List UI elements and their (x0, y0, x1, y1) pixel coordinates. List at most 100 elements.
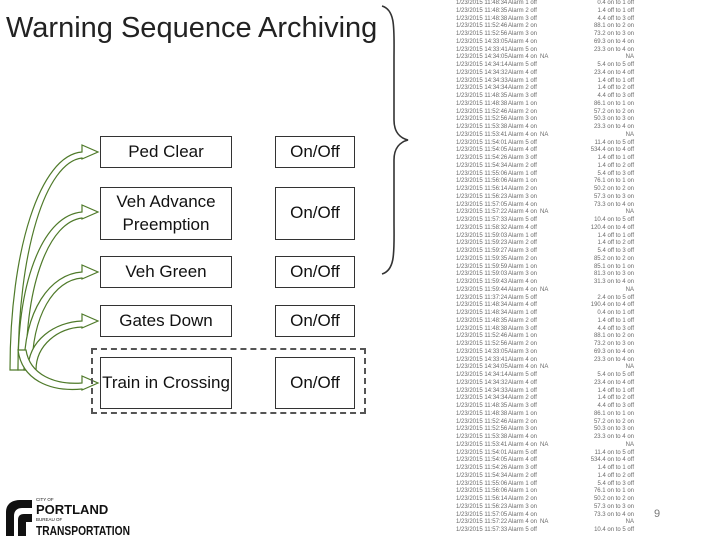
log-timestamp: 1/23/2015 11:48:34 (456, 0, 508, 6)
log-timestamp: 1/23/2015 11:54:01 (456, 449, 508, 456)
veh-advance-preemption-state: On/Off (275, 187, 355, 240)
log-transition: 23.3 on to 4 on (593, 124, 634, 130)
log-timestamp: 1/23/2015 14:34:33 (456, 77, 508, 84)
log-timestamp: 1/23/2015 11:56:06 (456, 488, 508, 495)
log-timestamp: 1/23/2015 11:52:46 (456, 418, 508, 425)
log-alarm: Alarm 1 off (508, 170, 537, 177)
log-transition: 76.1 on to 1 on (593, 178, 634, 185)
log-timestamp: 1/23/2015 11:55:06 (456, 170, 508, 177)
log-alarm: Alarm 5 off (508, 372, 537, 378)
log-transition: 69.3 on to 4 on (593, 348, 634, 355)
log-alarm: Alarm 1 on (508, 333, 538, 340)
log-transition: 73.2 on to 3 on (593, 31, 634, 37)
ped-clear-label: Ped Clear (100, 136, 232, 168)
log-timestamp: 1/23/2015 11:56:14 (456, 186, 508, 192)
log-alarm: Alarm 4 off (508, 379, 537, 386)
log-alarm: Alarm 4 on (508, 511, 538, 518)
log-transition: 73.3 on to 4 on (593, 201, 634, 208)
log-timestamp: 1/23/2015 11:54:26 (456, 465, 508, 471)
log-alarm: Alarm 2 off (508, 395, 537, 402)
log-timestamp: 1/23/2015 11:57:05 (456, 201, 508, 208)
log-timestamp: 1/23/2015 14:34:05 (456, 54, 508, 61)
veh-green-state: On/Off (275, 256, 355, 288)
logo-mark-icon (4, 498, 32, 536)
log-transition: 1.4 off to 2 off (597, 395, 634, 402)
log-transition: 57.3 on to 3 on (593, 503, 634, 510)
log-transition: 50.3 on to 3 on (593, 116, 634, 123)
log-timestamp: 1/23/2015 11:57:33 (456, 217, 508, 223)
log-flag: NA (540, 364, 549, 371)
log-timestamp: 1/23/2015 11:54:34 (456, 472, 508, 479)
svg-text:TRANSPORTATION: TRANSPORTATION (36, 523, 130, 538)
log-transition: 11.4 on to 5 off (594, 139, 634, 146)
log-transition: 4.4 off to 3 off (597, 15, 634, 22)
log-alarm: Alarm 4 on (508, 131, 538, 138)
log-timestamp: 1/23/2015 11:53:38 (456, 124, 508, 130)
log-transition: 0.4 on to 1 off (597, 310, 634, 316)
log-alarm: Alarm 2 off (508, 7, 537, 14)
log-transition: 85.2 on to 2 on (593, 255, 634, 262)
log-transition: 57.2 on to 2 on (593, 418, 634, 425)
log-alarm: Alarm 1 on (508, 263, 538, 270)
log-timestamp: 1/23/2015 11:56:23 (456, 193, 508, 200)
log-timestamp: 1/23/2015 14:34:32 (456, 69, 508, 76)
log-transition: 120.4 on to 4 off (590, 224, 634, 231)
log-timestamp: 1/23/2015 11:53:38 (456, 434, 508, 440)
log-alarm: Alarm 3 on (508, 193, 538, 200)
log-timestamp: 1/23/2015 11:48:35 (456, 403, 508, 409)
log-transition: 5.4 off to 3 off (597, 170, 634, 177)
log-alarm: Alarm 3 on (508, 426, 538, 433)
log-alarm: Alarm 5 off (508, 449, 537, 456)
log-timestamp: 1/23/2015 11:55:06 (456, 480, 508, 487)
log-timestamp: 1/23/2015 11:48:35 (456, 7, 508, 14)
log-alarm: Alarm 4 off (508, 457, 537, 464)
log-timestamp: 1/23/2015 11:48:34 (456, 310, 508, 316)
log-transition: NA (625, 131, 634, 138)
train-crossing-highlight (91, 348, 366, 414)
log-alarm: Alarm 3 off (508, 248, 537, 254)
log-transition: 85.1 on to 1 on (593, 263, 634, 270)
log-alarm: Alarm 1 on (508, 410, 538, 417)
log-flag: NA (540, 519, 549, 526)
log-timestamp: 1/23/2015 11:52:46 (456, 333, 508, 340)
gates-down-label: Gates Down (100, 305, 232, 337)
log-transition: NA (625, 519, 634, 526)
log-timestamp: 1/23/2015 14:34:34 (456, 85, 508, 92)
log-transition: 5.4 on to 5 off (597, 62, 634, 68)
log-alarm: Alarm 4 off (508, 302, 537, 309)
log-flag: NA (540, 54, 549, 61)
log-transition: 0.4 on to 1 off (597, 0, 634, 6)
log-transition: 1.4 off to 1 off (597, 465, 634, 471)
log-alarm: Alarm 1 off (508, 387, 537, 394)
log-timestamp: 1/23/2015 11:48:38 (456, 15, 508, 22)
log-transition: 1.4 off to 2 off (597, 472, 634, 479)
log-alarm: Alarm 3 off (508, 15, 537, 22)
log-flag: NA (540, 209, 549, 216)
log-transition: 1.4 off to 1 off (597, 387, 634, 394)
log-timestamp: 1/23/2015 11:54:05 (456, 147, 508, 154)
log-alarm: Alarm 4 on (508, 434, 538, 440)
log-timestamp: 1/23/2015 11:48:38 (456, 325, 508, 332)
log-timestamp: 1/23/2015 11:57:05 (456, 511, 508, 518)
log-transition: 534.4 on to 4 off (590, 147, 634, 154)
log-timestamp: 1/23/2015 14:34:14 (456, 62, 508, 68)
